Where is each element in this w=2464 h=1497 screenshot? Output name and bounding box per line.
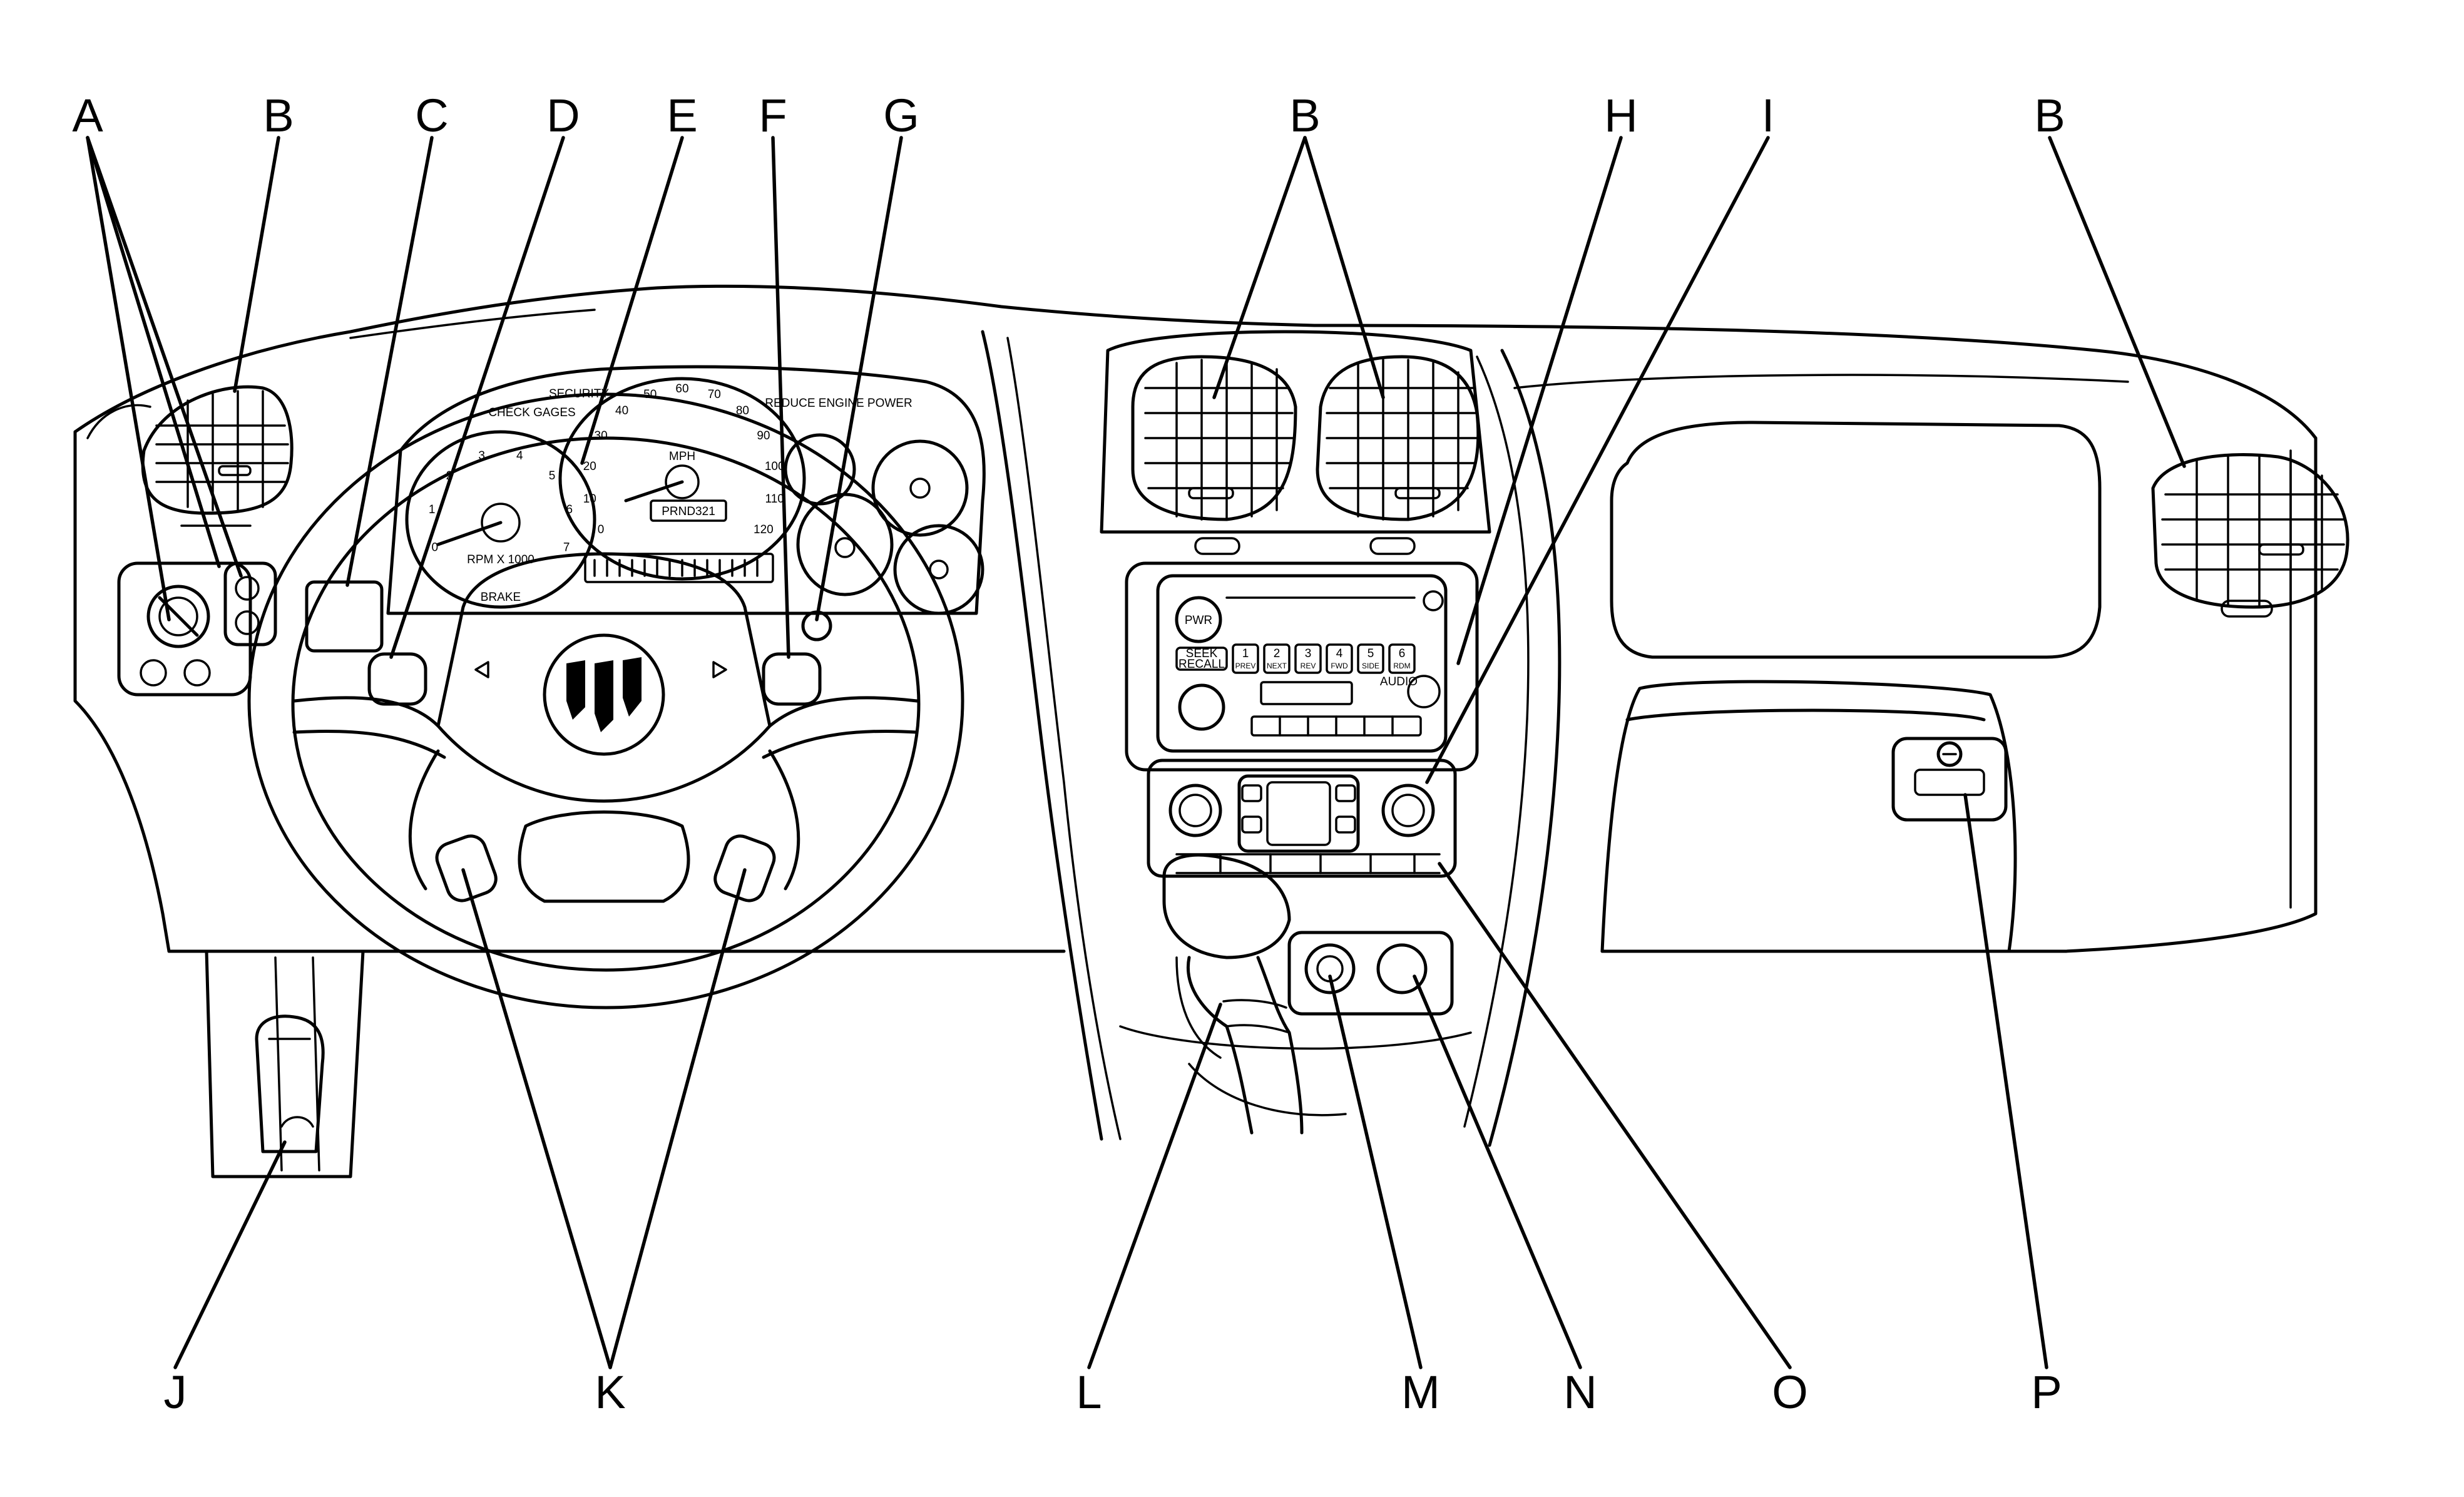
radio-preset-label: NEXT <box>1267 662 1287 670</box>
radio-preset-label: RDM <box>1393 662 1410 670</box>
tach-tick-0: 0 <box>432 541 439 554</box>
headlamp-switch-panel <box>117 561 277 697</box>
radio-seek-label: SEEK <box>1186 647 1218 660</box>
callout-i: I <box>1762 89 1775 141</box>
radio-preset-button-3[interactable] <box>1294 643 1322 674</box>
center-air-vents <box>1131 355 1480 555</box>
speed-tick-6: 60 <box>675 382 688 396</box>
radio-preset-label: PREV <box>1235 662 1256 670</box>
tach-tick-3: 3 <box>478 449 485 462</box>
tach-tick-2: 2 <box>446 469 453 483</box>
radio-preset-label: FWD <box>1331 662 1348 670</box>
leader-lines <box>86 136 2186 1369</box>
prndl-display: PRND321 <box>662 505 715 518</box>
callout-letters: A B C D E F G B H I B J K L M N O P <box>72 89 2065 1418</box>
speed-tick-4: 40 <box>615 404 628 417</box>
callout-n: N <box>1563 1366 1597 1418</box>
speed-tick-2: 20 <box>583 460 596 473</box>
glovebox-latch <box>1891 737 2008 822</box>
radio-preset-number: 2 <box>1274 647 1281 660</box>
speed-tick-1: 10 <box>583 493 596 506</box>
right-air-vent <box>2151 453 2349 618</box>
callout-e: E <box>667 89 697 141</box>
radio-pwr-label: PWR <box>1185 614 1212 627</box>
callout-j: J <box>164 1366 187 1418</box>
callout-o: O <box>1772 1366 1808 1418</box>
reduce-engine-power-label: REDUCE ENGINE POWER <box>765 397 912 410</box>
speed-tick-9: 90 <box>757 429 770 442</box>
tachometer <box>405 430 596 609</box>
radio-preset-button-6[interactable] <box>1388 643 1416 674</box>
speed-tick-3: 30 <box>595 429 608 442</box>
speed-tick-12: 120 <box>754 523 774 536</box>
console-outlets <box>1287 931 1454 1016</box>
radio-preset-number: 6 <box>1399 647 1406 660</box>
radio-preset-button-5[interactable] <box>1357 643 1384 674</box>
speedometer-unit: MPH <box>669 450 695 463</box>
radio-preset-number: 4 <box>1336 647 1343 660</box>
radio-audio-label: AUDIO <box>1380 675 1418 688</box>
speedometer <box>558 377 806 581</box>
tach-tick-5: 5 <box>549 469 556 483</box>
tach-tick-1: 1 <box>429 503 436 516</box>
radio-preset-number: 3 <box>1305 647 1312 660</box>
speed-tick-8: 80 <box>736 404 749 417</box>
callout-p: P <box>2031 1366 2062 1418</box>
callout-f: F <box>759 89 787 141</box>
speed-tick-5: 50 <box>643 388 657 401</box>
radio-preset-button-1[interactable] <box>1232 643 1259 674</box>
callout-b-center: B <box>1289 89 1320 141</box>
speed-tick-11: 110 <box>765 493 784 506</box>
callout-h: H <box>1604 89 1637 141</box>
radio-preset-label: REV <box>1301 662 1316 670</box>
radio-preset-number: 1 <box>1242 647 1249 660</box>
callout-c: C <box>415 89 448 141</box>
shift-lever <box>1162 853 1304 1135</box>
callout-l: L <box>1076 1366 1102 1418</box>
brake-label: BRAKE <box>481 591 521 604</box>
security-label: SECURITY <box>549 387 609 401</box>
tach-tick-4: 4 <box>516 449 523 462</box>
callout-d: D <box>546 89 580 141</box>
callout-g: G <box>883 89 919 141</box>
dashboard-outline <box>73 284 2318 1178</box>
callout-m: M <box>1401 1366 1440 1418</box>
callout-b-right: B <box>2034 89 2065 141</box>
speed-tick-7: 70 <box>708 388 721 401</box>
callout-k: K <box>595 1366 625 1418</box>
radio-preset-button-2[interactable] <box>1263 643 1291 674</box>
radio-preset-label: SIDE <box>1362 662 1379 670</box>
tach-label: RPM X 1000 <box>467 553 534 566</box>
speed-tick-0: 0 <box>598 523 605 536</box>
callout-b-left: B <box>263 89 294 141</box>
speed-tick-10: 100 <box>765 460 785 473</box>
instrument-cluster: RPM X 1000 0 1 2 3 4 5 6 7 MPH 0 10 20 30 40 50 60 70 8… <box>386 365 986 615</box>
climate-control <box>1147 759 1457 878</box>
steering-wheel <box>247 392 964 1009</box>
radio-preset-button-4[interactable] <box>1326 643 1353 674</box>
radio-preset-number: 5 <box>1367 647 1374 660</box>
check-gages-label: CHECK GAGES <box>488 406 575 419</box>
callout-a: A <box>72 89 103 141</box>
left-air-vent <box>141 385 294 527</box>
hood-release <box>255 1014 325 1153</box>
radio-recall-label: RECALL <box>1178 658 1225 671</box>
tach-tick-7: 7 <box>563 541 570 554</box>
tach-tick-6: 6 <box>566 503 573 516</box>
